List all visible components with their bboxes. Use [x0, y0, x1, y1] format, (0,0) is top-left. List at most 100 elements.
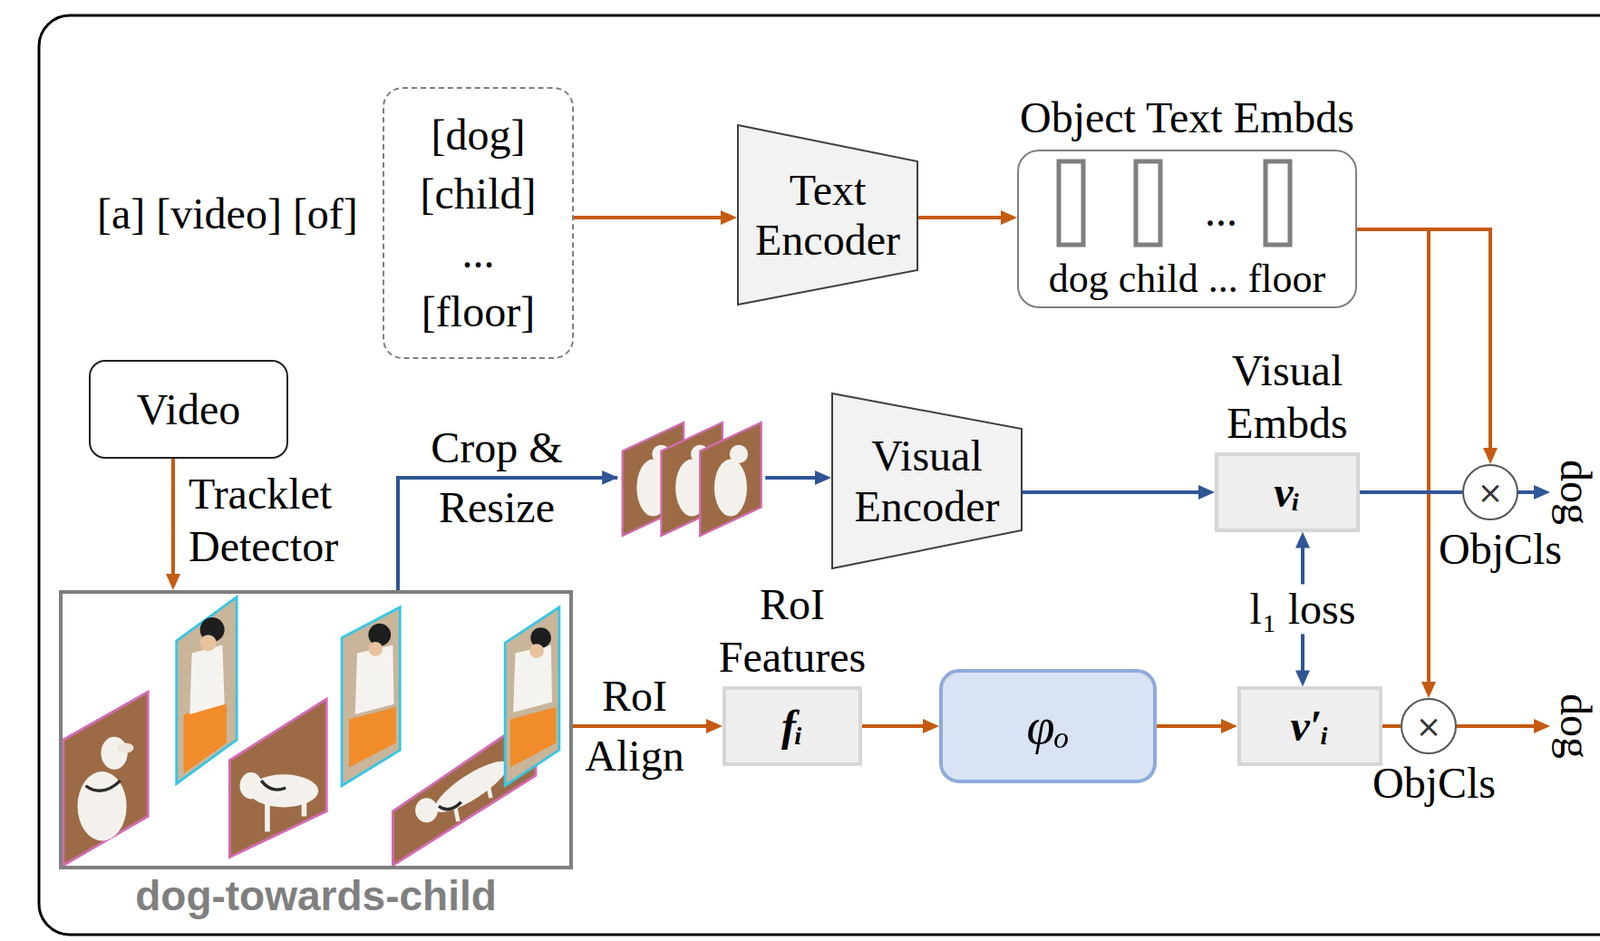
- node-text: fᵢ: [781, 700, 804, 751]
- text-encoder: Text Encoder: [736, 124, 919, 306]
- child-tracklet: [184, 704, 227, 775]
- connector-arrow: [171, 458, 175, 582]
- output-arrow: [1533, 484, 1551, 500]
- cropped-tracklet: [699, 422, 762, 536]
- multiply-circle: ×ObjCls: [1462, 464, 1519, 521]
- child-tracklet: [349, 707, 397, 767]
- arrow-head: [601, 470, 619, 485]
- prompt-class-box: [dog][child]...[floor]: [382, 87, 574, 359]
- child-tracklet: [189, 644, 224, 715]
- dog-tracklet: [100, 736, 127, 770]
- dog-tracklet: [301, 800, 308, 817]
- output-arrow: [1454, 724, 1537, 728]
- cropped-tracklet: [601, 413, 766, 542]
- dog-tracklet: [229, 698, 327, 857]
- embedding-bars: [1265, 161, 1290, 245]
- encoder-shape: [736, 124, 919, 306]
- video-box: Video: [88, 359, 289, 459]
- output-arrow: [1515, 484, 1551, 500]
- dog-tracklet: [63, 691, 148, 865]
- output-class: dog: [1553, 693, 1598, 759]
- output-arrow: [1533, 718, 1551, 734]
- visual-embedding-box: Visual Embdsvᵢ: [1214, 452, 1360, 532]
- embedding-bars: [1135, 161, 1161, 245]
- dog-tracklet: [428, 753, 514, 821]
- node-caption: ObjCls: [1438, 523, 1562, 574]
- child-tracklet: [368, 641, 383, 657]
- text-embedding-box: Object Text Embds...dog child ... floor: [1017, 149, 1358, 309]
- child-tracklet: [176, 596, 237, 784]
- node-text: Visual Encoder: [850, 430, 1005, 531]
- node-text: Video: [136, 384, 241, 435]
- edge-label: Crop & Resize: [406, 417, 588, 538]
- node-text: ...: [462, 223, 495, 282]
- child-tracklet: [504, 607, 560, 786]
- node-text: v′ᵢ: [1290, 700, 1330, 751]
- child-tracklet: [200, 634, 217, 651]
- encoder-outline: [737, 125, 918, 305]
- visual-encoder: Visual Encoder: [831, 392, 1023, 570]
- child-tracklet: [504, 607, 560, 786]
- cropped-tracklet: [617, 413, 766, 542]
- projection-box: φₒ: [939, 669, 1157, 784]
- output-arrow: [1454, 718, 1551, 734]
- node-heading: Visual Embds: [1205, 344, 1369, 449]
- outer-frame: [38, 15, 1600, 935]
- node-caption: ObjCls: [1372, 757, 1496, 808]
- connector-arrow: [1357, 229, 1429, 689]
- dog-tracklet: [264, 802, 271, 833]
- embedding-bars: [1058, 161, 1290, 245]
- child-tracklet: [341, 607, 400, 786]
- ellipsis-text: ...: [1204, 185, 1238, 236]
- prompt-text: [a] [video] [of]: [96, 188, 359, 239]
- child-tracklet: [176, 596, 237, 784]
- connector-arrow: [1156, 724, 1229, 728]
- dog-tracklet: [415, 797, 438, 823]
- edge-label: Tracklet Detector: [188, 467, 352, 573]
- tracklet-illustration: [63, 596, 560, 865]
- output-class: dog: [1553, 459, 1598, 525]
- dog-tracklet: [487, 783, 491, 798]
- connector-arrow: [862, 724, 931, 728]
- connector-arrow: [1382, 724, 1401, 728]
- child-tracklet: [368, 623, 391, 647]
- child-tracklet: [341, 607, 400, 786]
- roi-feature-box: RoI Featuresfᵢ: [722, 686, 863, 766]
- dog-tracklet: [116, 742, 134, 753]
- output-arrow: [1515, 490, 1537, 495]
- node-heading: RoI Features: [701, 578, 883, 683]
- dog-tracklet: [240, 772, 263, 799]
- node-text: Text Encoder: [750, 164, 905, 265]
- encoder-outline: [832, 393, 1022, 569]
- node-text: vᵢ: [1273, 466, 1300, 517]
- tracklet-image-box: dog-towards-child: [58, 590, 573, 870]
- node-caption: dog-towards-child: [135, 872, 497, 920]
- node-text: [child]: [420, 164, 537, 224]
- cropped-tracklet: [699, 422, 762, 536]
- node-heading: Object Text Embds: [1019, 91, 1355, 145]
- node-text: ×: [1477, 476, 1504, 508]
- connector-arrow: [1022, 490, 1206, 495]
- child-tracklet: [529, 643, 544, 659]
- dog-tracklet: [63, 691, 148, 865]
- connector-arrow: [1357, 229, 1491, 456]
- connector-arrow: [1359, 490, 1463, 495]
- node-text: [floor]: [421, 281, 535, 341]
- edge-label: l₁ loss: [1244, 583, 1362, 634]
- child-tracklet: [510, 707, 557, 767]
- dog-tracklet: [438, 802, 462, 810]
- cropped-tracklet: [729, 445, 748, 464]
- embedding-bars: [1058, 161, 1084, 245]
- encoder-shape: [831, 392, 1023, 570]
- dog-tracklet: [229, 698, 327, 857]
- projected-embedding-box: v′ᵢ: [1237, 686, 1383, 766]
- cropped-tracklet: [714, 459, 747, 517]
- node-text: ×: [1415, 710, 1443, 742]
- dog-tracklet: [86, 780, 121, 791]
- connector-arrow: [573, 215, 728, 220]
- connector-arrow: [918, 215, 1009, 220]
- node-text: φₒ: [1027, 697, 1070, 756]
- multiply-circle: ×ObjCls: [1400, 698, 1457, 755]
- dog-tracklet: [77, 771, 127, 842]
